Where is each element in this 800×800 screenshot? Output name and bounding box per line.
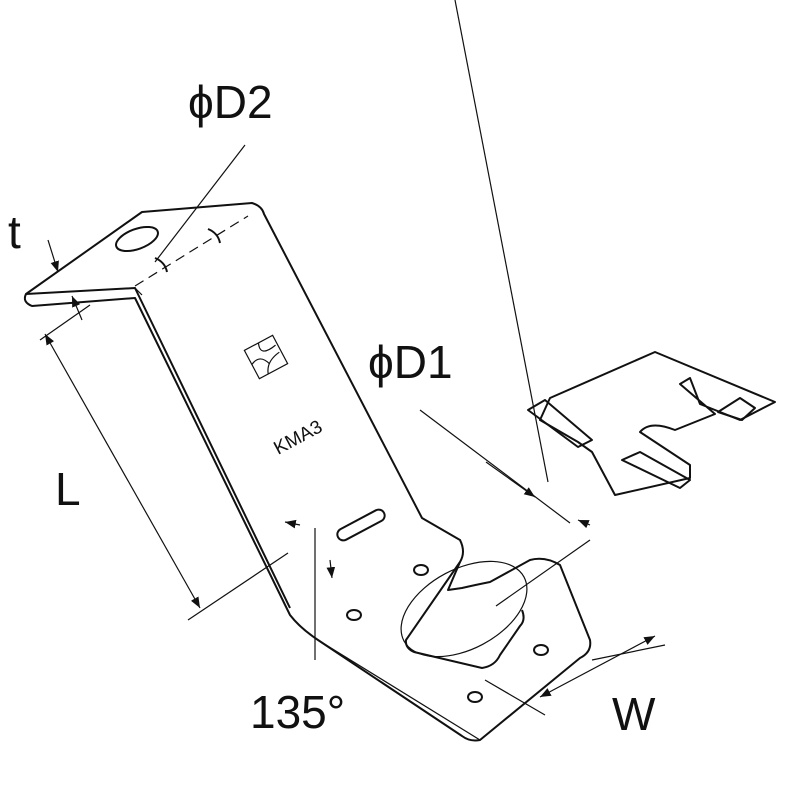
width-label: W <box>612 688 656 740</box>
manufacturer-logo <box>243 334 289 380</box>
diameter-d1-label: ϕD1 <box>368 336 453 388</box>
thickness-label: t <box>8 206 21 258</box>
length-label: L <box>55 463 81 515</box>
angle-label: 135° <box>250 686 345 738</box>
diameter-d2-label: ϕD2 <box>188 76 273 128</box>
bracket-body: KMA3 <box>23 202 592 742</box>
dimension-lines <box>39 0 666 716</box>
clip-plate <box>527 351 776 496</box>
model-stamp: KMA3 <box>270 417 326 460</box>
